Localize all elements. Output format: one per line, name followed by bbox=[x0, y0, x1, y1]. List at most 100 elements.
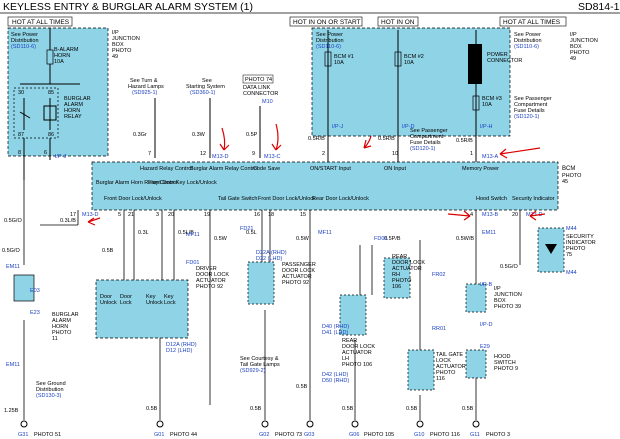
diagram-label: HORN bbox=[52, 324, 68, 330]
diagram-label: JUNCTION bbox=[570, 38, 598, 44]
diagram-label: FD21 bbox=[240, 226, 253, 232]
hood-switch bbox=[465, 349, 487, 379]
diagram-label: 10A bbox=[334, 60, 344, 66]
diagram-title: KEYLESS ENTRY & BURGLAR ALARM SYSTEM (1) bbox=[3, 1, 253, 13]
diagram-label: See Courtesy & bbox=[240, 356, 279, 362]
hot-label-box bbox=[7, 16, 73, 27]
diagram-label: See Power bbox=[316, 32, 343, 38]
diagram-label: BCM #3 bbox=[482, 96, 502, 102]
diagram-label: Burglar Alarm Horn Relay Control bbox=[96, 180, 178, 186]
diagram-label: 0.5R/B bbox=[378, 136, 395, 142]
diagram-label: 15 bbox=[300, 212, 306, 218]
diagram-label: G02 bbox=[259, 432, 269, 438]
diagram-label: Key bbox=[164, 294, 174, 300]
diagram-label: (SD110-6) bbox=[316, 44, 341, 50]
diagram-label: BCM #2 bbox=[404, 54, 424, 60]
red-arrow bbox=[499, 147, 541, 159]
diagram-label: REAR bbox=[342, 338, 357, 344]
diagram-label: PHOTO bbox=[392, 278, 412, 284]
led-icon bbox=[545, 244, 557, 254]
diagram-label: D12 (LHD) bbox=[166, 348, 192, 354]
diagram-label: CONNECTOR bbox=[243, 91, 278, 97]
diagram-label: Hood Switch bbox=[476, 196, 507, 202]
diagram-label: ON/START Input bbox=[310, 166, 351, 172]
diagram-label: (SD925-1) bbox=[132, 90, 158, 96]
rear-door-lock-rh bbox=[383, 257, 411, 299]
diagram-label: DRIVER bbox=[196, 266, 217, 272]
diagram-label: BCM #1 bbox=[334, 54, 354, 60]
diagram-label: Front Door Lock/Unlock bbox=[258, 196, 316, 202]
diagram-label: 10A bbox=[54, 59, 64, 65]
diagram-label: BCM bbox=[562, 166, 575, 172]
diagram-label: G10 bbox=[414, 432, 424, 438]
diagram-label: (SD120-1) bbox=[514, 114, 540, 120]
diagram-label: E29 bbox=[480, 344, 490, 350]
diagram-label: 0.5W/B bbox=[456, 236, 474, 242]
diagram-label: 0.5B bbox=[406, 406, 418, 412]
diagram-label: EM11 bbox=[482, 230, 496, 236]
diagram-label: Door bbox=[120, 294, 132, 300]
diagram-label: DATA LINK bbox=[243, 85, 271, 91]
diagram-label: 0.5B bbox=[102, 248, 114, 254]
hot-always-label: HOT AT ALL TIMES bbox=[12, 19, 70, 26]
diagram-label: I/P bbox=[570, 32, 577, 38]
diagram-label: D50 (RHD) bbox=[322, 378, 349, 384]
diagram-label: 0.5W bbox=[214, 236, 228, 242]
diagram-label: 0.5P bbox=[246, 132, 258, 138]
diagram-label: FD06 bbox=[374, 236, 387, 242]
diagram-label: 3 bbox=[156, 212, 159, 218]
tailgate-lock-actuator bbox=[407, 349, 435, 391]
diagram-label: See Power bbox=[514, 32, 541, 38]
diagram-label: 0.5B bbox=[250, 406, 262, 412]
rear-door-lock-lh bbox=[339, 294, 367, 336]
diagram-label: 17 bbox=[70, 212, 76, 218]
diagram-label: Burglar Alarm Relay Control bbox=[190, 166, 258, 172]
diagram-label: PHOTO 105 bbox=[364, 432, 394, 438]
diagram-label: Front Door Key Lock/Unlock bbox=[148, 180, 217, 186]
diagram-label: PHOTO 51 bbox=[34, 432, 61, 438]
diagram-label: LOCK bbox=[436, 358, 451, 364]
diagram-label: 0.5B bbox=[296, 384, 308, 390]
diagram-label: TAIL GATE bbox=[436, 352, 463, 358]
diagram-label: ACTUATOR bbox=[392, 266, 422, 272]
diagram-label: Unlock bbox=[100, 300, 117, 306]
diagram-label: I/P-J bbox=[55, 154, 67, 160]
diagram-label: 0.5P/B bbox=[384, 236, 401, 242]
diagram-label: BOX bbox=[494, 298, 506, 304]
diagram-label: 1 bbox=[470, 151, 473, 157]
diagram-label: 49 bbox=[112, 54, 118, 60]
diagram-label: BOX bbox=[570, 44, 582, 50]
diagram-label: Lock bbox=[120, 300, 132, 306]
diagram-label: 6 bbox=[44, 150, 47, 156]
diagram-label: PHOTO bbox=[562, 173, 582, 179]
diagram-label: Tail Gate Switch bbox=[218, 196, 257, 202]
diagram-label: 18 bbox=[268, 212, 274, 218]
diagram-label: ACTUATOR bbox=[436, 364, 466, 370]
diagram-label: FR02 bbox=[432, 272, 445, 278]
diagram-label: I/P bbox=[112, 30, 119, 36]
diagram-label: PHOTO 44 bbox=[170, 432, 197, 438]
diagram-label: PHOTO 39 bbox=[494, 304, 521, 310]
diagram-label: (SD110-6) bbox=[11, 44, 36, 50]
diagram-label: 0.5W bbox=[296, 236, 310, 242]
diagram-label: 0.5B bbox=[462, 406, 474, 412]
diagram-label: 0.3L bbox=[138, 230, 149, 236]
diagram-label: I/P-D bbox=[402, 124, 415, 130]
diagram-label: 87 bbox=[18, 132, 24, 138]
diagram-label: Compartment bbox=[410, 134, 444, 140]
diagram-label: 0.5B bbox=[146, 406, 158, 412]
diagram-label: Distribution bbox=[11, 38, 39, 44]
diagram-label: D22 (LHD) bbox=[256, 256, 282, 262]
diagram-label: PHOTO bbox=[436, 370, 456, 376]
diagram-label: 86 bbox=[48, 132, 54, 138]
ip-junction-box bbox=[465, 283, 487, 313]
diagram-label: Tail Gate Lamps bbox=[240, 362, 280, 368]
diagram-label: BOX bbox=[112, 42, 124, 48]
diagram-label: Security Indicator bbox=[512, 196, 555, 202]
diagram-label: RELAY bbox=[64, 114, 82, 120]
diagram-label: 20 bbox=[168, 212, 174, 218]
diagram-label: I/P-D bbox=[480, 322, 493, 328]
diagram-label: EM11 bbox=[6, 264, 20, 270]
diagram-label: PHOTO 106 bbox=[342, 362, 372, 368]
diagram-label: 10 bbox=[392, 151, 398, 157]
